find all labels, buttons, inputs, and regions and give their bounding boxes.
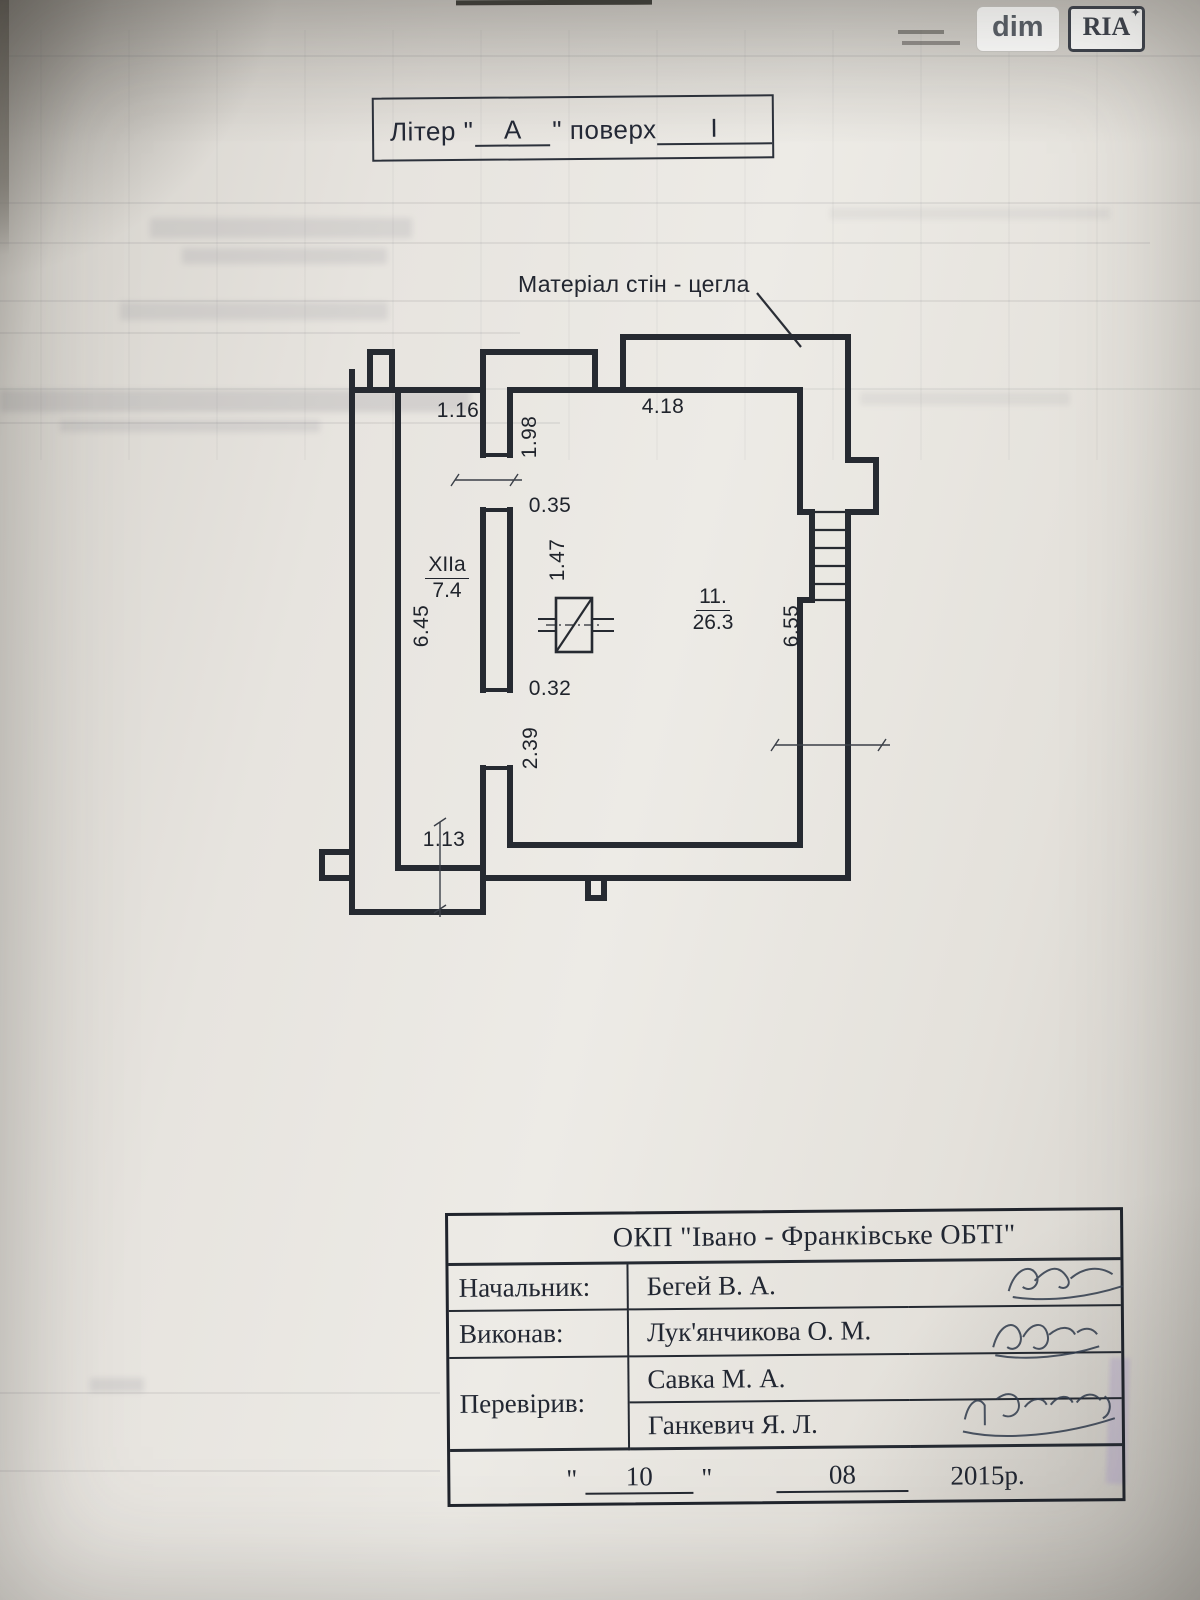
ghost-text <box>90 1378 144 1392</box>
wall-topleft-block <box>367 349 395 393</box>
ghost-text <box>120 302 388 320</box>
ghost-line <box>0 202 1200 204</box>
ria-star-icon: ✦ <box>1131 7 1141 19</box>
ghost-text <box>150 218 412 238</box>
dim-4-18: 4.18 <box>641 395 685 418</box>
wall-right-inner <box>797 387 815 848</box>
scan-cutoff-mark <box>455 0 653 6</box>
wall-left-protrusion <box>319 849 355 881</box>
quote-close: " <box>552 115 563 146</box>
date-quote-close: " <box>701 1462 713 1493</box>
dim-1-13: 1.13 <box>422 828 466 851</box>
title-word-poverh: поверх <box>569 114 657 146</box>
chimney-symbol <box>538 596 614 654</box>
date-month: 08 <box>776 1459 909 1494</box>
room-11-area: 26.3 <box>692 611 734 635</box>
dim-logo: dim <box>976 6 1060 52</box>
name-lukianchykova: Лук'янчикова О. М. <box>628 1307 910 1358</box>
room-11-number: 11. <box>696 585 730 612</box>
wall-top-left-piece <box>480 349 598 393</box>
room-label-11: 11. 26.3 <box>673 585 753 635</box>
dimension-lines <box>433 473 890 917</box>
dim-6-45: 6.45 <box>410 604 433 648</box>
room-xiia-area: 7.4 <box>432 579 462 603</box>
quote-open: " <box>463 115 474 146</box>
date-year: 2015р. <box>950 1459 1025 1491</box>
dim-1-98: 1.98 <box>518 415 541 459</box>
date-day: 10 <box>585 1461 694 1495</box>
watermark: dim RIA✦ <box>976 6 1146 52</box>
window-hatch <box>812 510 846 602</box>
dim-1-16: 1.16 <box>436 399 480 422</box>
floor-plan-drawing <box>319 334 890 917</box>
date-quote-open: " <box>566 1463 578 1494</box>
name-begei: Бегей В. А. <box>628 1261 909 1311</box>
signature-vykonav <box>992 1324 1100 1359</box>
ghost-text <box>830 208 1110 219</box>
dim-0-35: 0.35 <box>528 494 572 517</box>
ghost-text <box>182 248 387 264</box>
floor-value: І <box>656 112 773 146</box>
dim-6-55: 6.55 <box>780 604 803 648</box>
name-savka: Савка М. А. <box>629 1354 910 1404</box>
wall-top-right-piece <box>620 334 851 393</box>
letter-floor-box: Літер " А " поверх І <box>371 94 775 162</box>
room-xiia-number: XIIa <box>425 553 469 580</box>
dim-2-39: 2.39 <box>519 726 542 770</box>
wall-material-label: Матеріал стін - цегла <box>518 271 750 297</box>
row-label-nachalnyk: Начальник: <box>448 1264 629 1312</box>
signature-pereviryv <box>962 1393 1116 1437</box>
ghost-line <box>0 300 1200 302</box>
scan-mark <box>902 41 960 45</box>
dim-1-47: 1.47 <box>546 538 569 582</box>
signature-nachalnyk <box>1007 1267 1123 1301</box>
ghost-line <box>0 242 1150 244</box>
name-hankevych: Ганкевич Я. Л. <box>629 1400 911 1451</box>
scan-edge <box>0 0 9 255</box>
ghost-text <box>60 420 320 432</box>
date-row: " 10 " 08 2015р. <box>450 1446 1122 1504</box>
certification-table: ОКП "Івано - Франківське ОБТІ" Начальник… <box>445 1207 1126 1507</box>
dim-0-32: 0.32 <box>528 677 572 700</box>
ghost-line <box>0 55 1200 57</box>
wall-left-outer <box>349 369 486 915</box>
wall-bottom-stub <box>585 875 607 901</box>
ghost-line <box>0 1470 440 1472</box>
row-label-vykonav: Виконав: <box>448 1310 630 1359</box>
row-label-pereviryv: Перевірив: <box>449 1357 631 1452</box>
title-word-liter: Літер <box>389 116 457 147</box>
wall-partition-caps <box>481 453 512 770</box>
ria-logo-text: RIA <box>1082 12 1131 41</box>
ria-logo: RIA✦ <box>1067 6 1146 52</box>
building-letter-value: А <box>475 114 551 147</box>
wall-right-outer <box>845 334 879 881</box>
scan-mark <box>898 30 944 34</box>
ghost-line <box>0 1392 440 1394</box>
room-label-xiia: XIIa 7.4 <box>412 553 482 603</box>
